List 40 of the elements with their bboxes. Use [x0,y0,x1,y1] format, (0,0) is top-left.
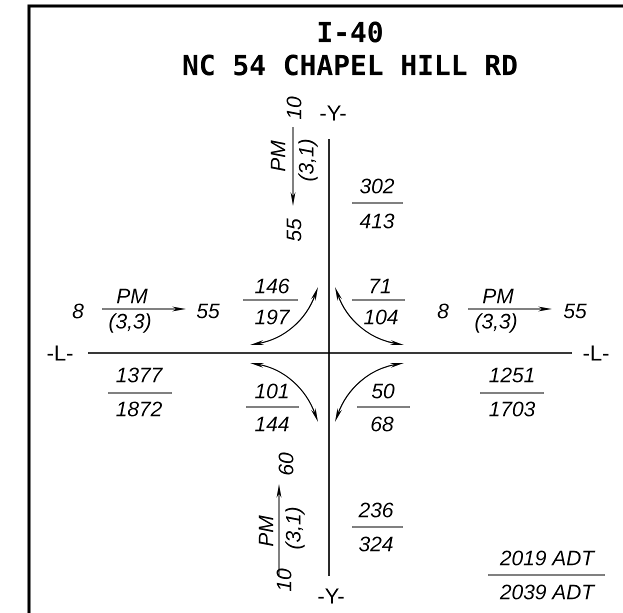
volume-number: 55 [286,218,302,242]
volume-number: 55 [564,304,587,318]
volume-number: 197 [255,310,290,324]
road-label: -L- [584,345,608,361]
volume-number: 302 [360,178,394,194]
road-label: -Y- [318,588,344,604]
peak-factor: (3,1) [298,140,318,181]
volume-number: 10 [286,96,302,120]
volume-number: 146 [255,278,290,294]
volume-number: 10 [276,568,292,592]
volume-number: 71 [370,278,390,294]
volume-number: 1872 [116,402,162,416]
volume-number: 8 [72,304,84,318]
peak-label: PM [116,288,148,304]
volume-number: 101 [255,384,288,398]
road-label: -Y- [320,105,346,121]
volume-number: 1377 [116,368,163,382]
year-label: 2039 ADT [500,584,596,600]
volume-number: 1251 [489,368,534,382]
road-label: -L- [48,345,72,361]
volume-number: 236 [358,502,394,518]
title: I-40 [318,21,382,43]
volume-number: 324 [359,536,393,552]
peak-label: PM [270,140,286,172]
peak-factor: (3,3) [475,313,516,333]
year-label: 2019 ADT [500,550,596,566]
volume-number: 144 [255,416,289,432]
peak-factor: (3,3) [109,313,150,333]
volume-number: 8 [438,304,449,318]
peak-label: PM [482,288,514,304]
volume-number: 1703 [489,402,536,416]
peak-factor: (3,1) [285,508,305,549]
volume-number: 50 [372,384,394,398]
street-name: NC 54 CHAPEL HILL RD [184,54,517,76]
volume-number: 413 [360,214,394,228]
volume-number: 68 [372,416,394,432]
peak-label: PM [258,515,274,546]
volume-number: 60 [278,452,294,474]
volume-number: 55 [196,304,220,318]
volume-number: 104 [364,310,398,324]
